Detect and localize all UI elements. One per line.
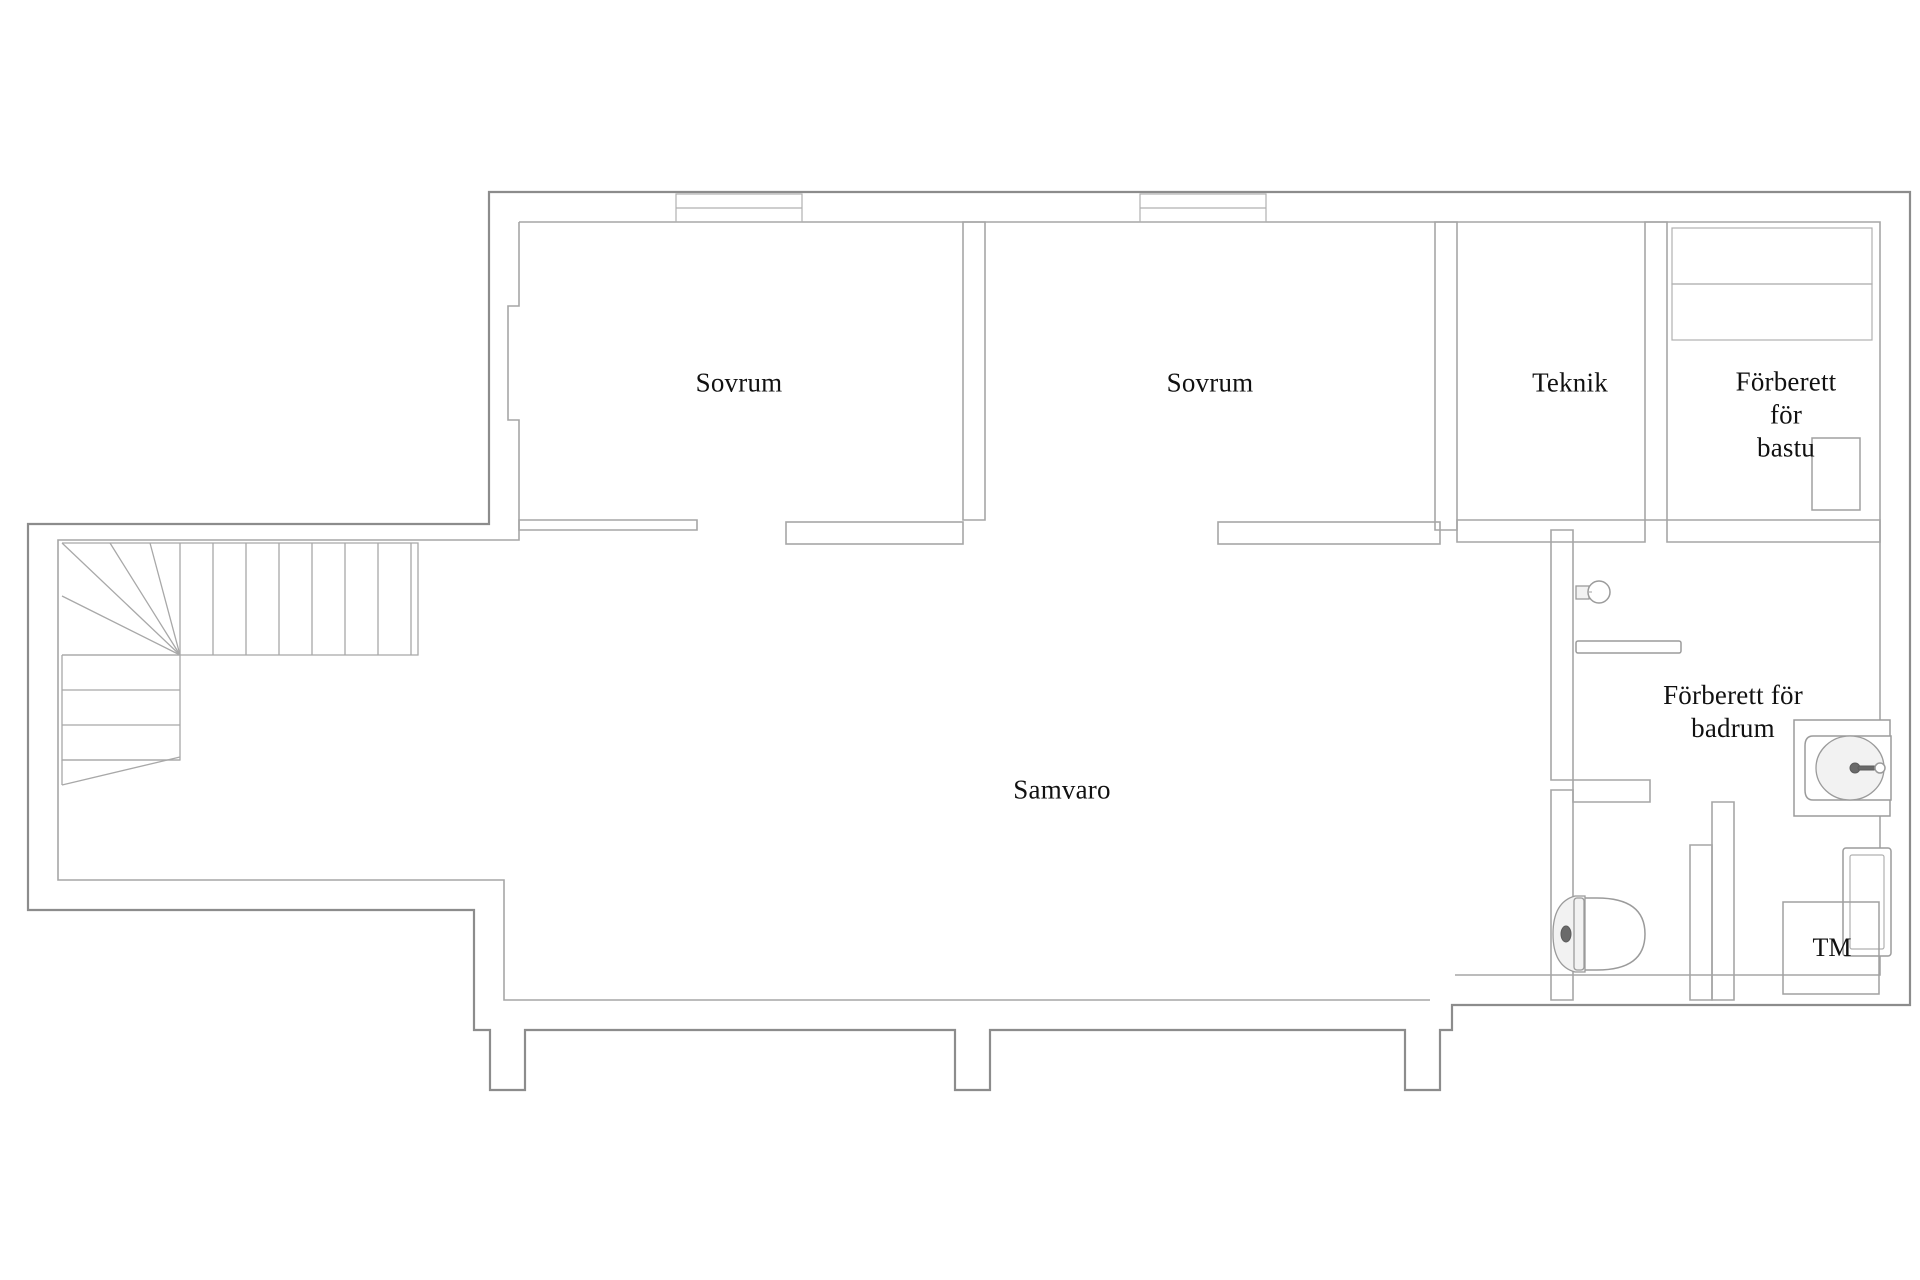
room-label-sovrum-2: Sovrum: [1166, 367, 1254, 398]
winder-staircase: [61, 542, 419, 786]
interior-walls: [518, 221, 1881, 1001]
toilet-fixture: [1552, 895, 1646, 973]
washbasin-fixture: [1793, 719, 1892, 817]
shower-screen: [1575, 640, 1682, 654]
shower-mixer-icon: [1575, 580, 1611, 604]
sauna-benches: [1671, 227, 1873, 341]
appliance-label-washing-machine: TM: [1812, 933, 1852, 962]
window-opening-top-left: [675, 193, 803, 223]
room-label-samvaro: Samvaro: [1013, 774, 1111, 805]
sauna-heater: [1811, 437, 1861, 511]
room-label-teknik: Teknik: [1532, 367, 1608, 398]
room-label-badrum: Förberett för badrum: [1663, 680, 1803, 743]
washing-machine-outline: [1782, 901, 1880, 995]
window-opening-top-right: [1139, 193, 1267, 223]
room-label-sovrum-1: Sovrum: [695, 367, 783, 398]
room-label-bastu: Förberett för bastu: [1735, 366, 1837, 463]
